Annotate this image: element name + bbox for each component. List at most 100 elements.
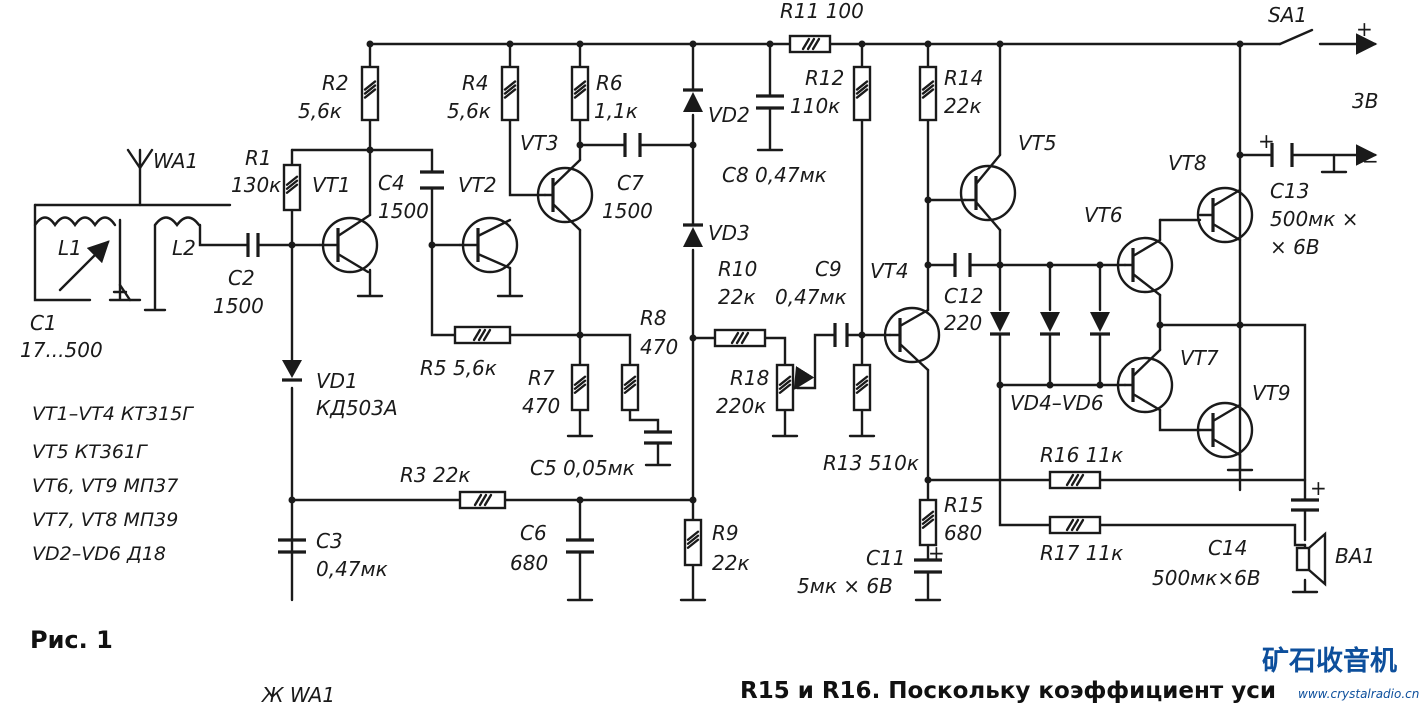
label-c2-val: 1500: [213, 294, 264, 318]
label-vt3: VT3: [520, 131, 559, 155]
label-r16: R16 11к: [1040, 443, 1123, 467]
figure-caption: Рис. 1: [30, 626, 113, 654]
label-vd4-vd6: VD4–VD6: [1010, 391, 1104, 415]
label-c6: C6: [520, 521, 547, 545]
transistors: [318, 153, 1254, 459]
label-c3-val: 0,47мк: [316, 557, 388, 581]
label-r17: R17 11к: [1040, 541, 1123, 565]
label-r15: R15: [944, 493, 983, 517]
c13-plus: +: [1258, 129, 1275, 153]
label-c1-val: 17...500: [20, 338, 103, 362]
label-c9: C9: [815, 257, 842, 281]
component-labels: WA1 L1 L2 C1 17...500 C2 1500 R1 130к VT…: [20, 0, 1379, 598]
label-r6-val: 1,1к: [594, 99, 638, 123]
junctions: [288, 40, 1244, 504]
label-r3: R3 22к: [400, 463, 471, 487]
label-r14-val: 22к: [944, 94, 982, 118]
label-vt8: VT8: [1168, 151, 1207, 175]
vt5: [959, 153, 1017, 232]
label-r9-val: 22к: [712, 551, 750, 575]
resistor-hatch: [855, 80, 869, 99]
label-c11: C11: [866, 546, 905, 570]
label-r1: R1: [245, 146, 272, 170]
label-r7: R7: [528, 366, 555, 390]
label-r4: R4: [462, 71, 489, 95]
vt2: [458, 216, 519, 274]
label-c1: C1: [30, 311, 57, 335]
c14-plus: +: [1310, 476, 1327, 500]
label-c5: C5 0,05мк: [530, 456, 635, 480]
label-c4-val: 1500: [378, 199, 429, 223]
label-r2: R2: [322, 71, 349, 95]
vt6: [1116, 236, 1174, 297]
label-c11-val: 5мк × 6В: [797, 574, 893, 598]
label-r18: R18: [730, 366, 769, 390]
legend-line-3: VT6, VT9 МП37: [32, 475, 178, 497]
label-r13: R13 510к: [823, 451, 919, 475]
resistor-hatch: [1065, 518, 1085, 532]
resistors: [282, 34, 1102, 567]
label-r8-val: 470: [640, 335, 678, 359]
label-c14-val: 500мк×6В: [1152, 566, 1261, 590]
antenna-wa1: [126, 148, 154, 171]
label-c7-val: 1500: [602, 199, 653, 223]
body-text: R15 и R16. Поскольку коэффициент уси: [740, 678, 1276, 704]
label-l2: L2: [172, 236, 196, 260]
label-r5: R5 5,6к: [420, 356, 497, 380]
label-r9: R9: [712, 521, 739, 545]
label-c3: C3: [316, 529, 343, 553]
vt9: [1196, 401, 1254, 459]
vt1: [318, 213, 379, 274]
resistor-hatch: [801, 37, 821, 51]
supply-voltage: 3В: [1352, 89, 1378, 113]
label-r14: R14: [944, 66, 983, 90]
label-r12-val: 110к: [790, 94, 840, 118]
footer-fragment: Ж WA1: [260, 683, 335, 704]
resistor-hatch: [573, 80, 587, 99]
label-c6-val: 680: [510, 551, 548, 575]
resistor-hatch: [686, 530, 700, 549]
label-vd1-val: КД503А: [316, 396, 398, 420]
legend-line-1: VT1–VT4 КТ315Г: [32, 403, 194, 425]
diodes: [282, 88, 1110, 382]
label-r7-val: 470: [522, 394, 560, 418]
label-r6: R6: [596, 71, 623, 95]
label-c13-val2: × 6В: [1270, 235, 1320, 259]
label-ba1: BA1: [1335, 544, 1375, 568]
legend-line-4: VT7, VT8 МП39: [32, 509, 178, 531]
capacitors: [112, 94, 1319, 574]
label-r10: R10: [718, 257, 757, 281]
watermark-url: www.crystalradio.cn: [1298, 687, 1419, 701]
label-wa1: WA1: [153, 149, 198, 173]
resistor-hatch: [363, 80, 377, 99]
resistor-hatch: [623, 375, 637, 394]
resistor-hatch: [573, 375, 587, 394]
label-r15-val: 680: [944, 521, 982, 545]
resistor-hatch: [285, 175, 299, 194]
wiring: [33, 28, 1375, 602]
resistor-hatch: [472, 328, 492, 342]
watermark: 矿石收音机 www.crystalradio.cn: [1262, 645, 1419, 701]
legend-line-5: VD2–VD6 Д18: [32, 543, 166, 565]
resistor-hatch: [921, 80, 935, 99]
label-r4-val: 5,6к: [447, 99, 491, 123]
speaker-ba1: [1295, 531, 1327, 587]
label-c13: C13: [1270, 179, 1309, 203]
label-r1-val: 130к: [231, 173, 281, 197]
label-c4: C4: [378, 171, 405, 195]
label-vd3: VD3: [708, 221, 750, 245]
inductor-l1: [33, 216, 117, 292]
vt8: [1196, 186, 1254, 244]
supply-minus: −: [1362, 149, 1379, 173]
label-r11: R11 100: [780, 0, 864, 23]
label-vt7: VT7: [1180, 346, 1219, 370]
resistor-hatch: [855, 375, 869, 394]
label-vt2: VT2: [458, 173, 497, 197]
resistor-hatch: [730, 331, 750, 345]
label-vt6: VT6: [1084, 203, 1123, 227]
label-c2: C2: [228, 266, 255, 290]
label-vt4: VT4: [870, 259, 909, 283]
label-c12-val: 220: [944, 311, 982, 335]
label-vt9: VT9: [1252, 381, 1291, 405]
